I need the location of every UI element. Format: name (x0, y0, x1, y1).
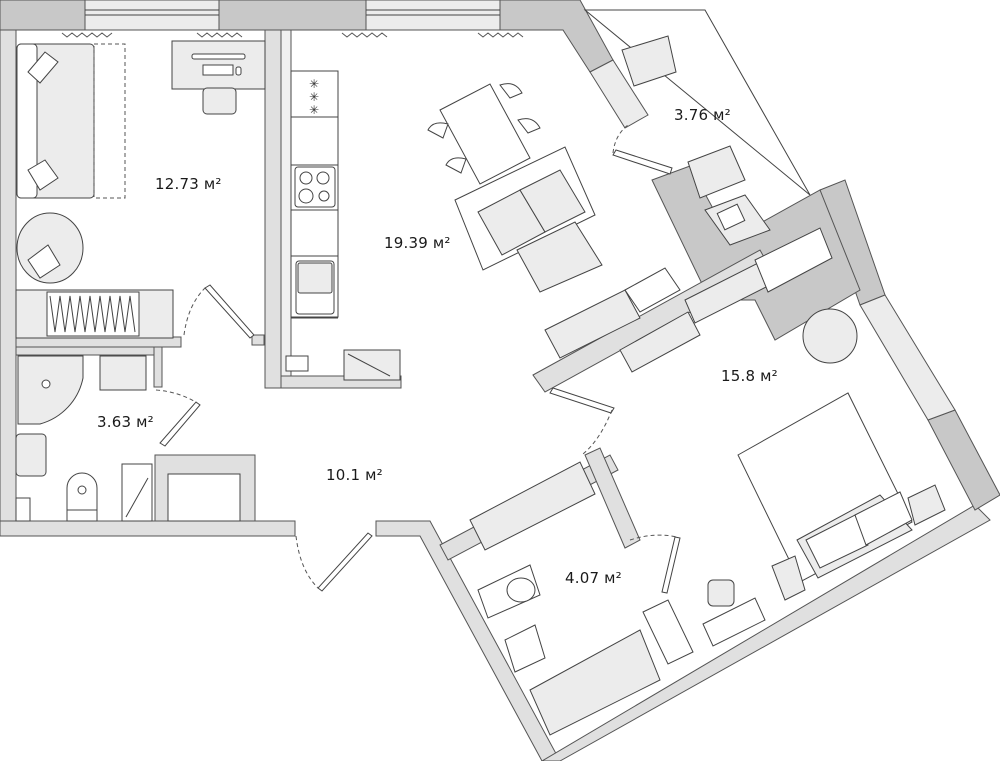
bedroom-2-furniture (544, 227, 946, 601)
living-furniture (427, 83, 603, 293)
svg-text:✳: ✳ (309, 90, 319, 104)
bathroom-2-fixtures (469, 461, 766, 736)
doors (155, 124, 681, 594)
room-area-label-bedroom-1: 12.73 м² (155, 175, 222, 193)
balcony-furniture (621, 35, 746, 231)
room-area-label-balcony: 3.76 м² (674, 106, 731, 124)
room-area-label-bathroom-1: 3.63 м² (97, 413, 154, 431)
room-area-label-hallway: 10.1 м² (326, 466, 383, 484)
bathroom-1-fixtures (15, 355, 153, 522)
kitchen-furniture: ✳ ✳ ✳ (285, 70, 401, 381)
room-area-label-kitchen-living: 19.39 м² (384, 234, 451, 252)
room-area-label-bedroom-2: 15.8 м² (721, 367, 778, 385)
svg-text:✳: ✳ (309, 77, 319, 91)
room-area-label-bathroom-2: 4.07 м² (565, 569, 622, 587)
svg-text:✳: ✳ (309, 103, 319, 117)
windows (84, 0, 649, 129)
bedroom-1-furniture (15, 40, 266, 339)
curtains (61, 32, 524, 38)
